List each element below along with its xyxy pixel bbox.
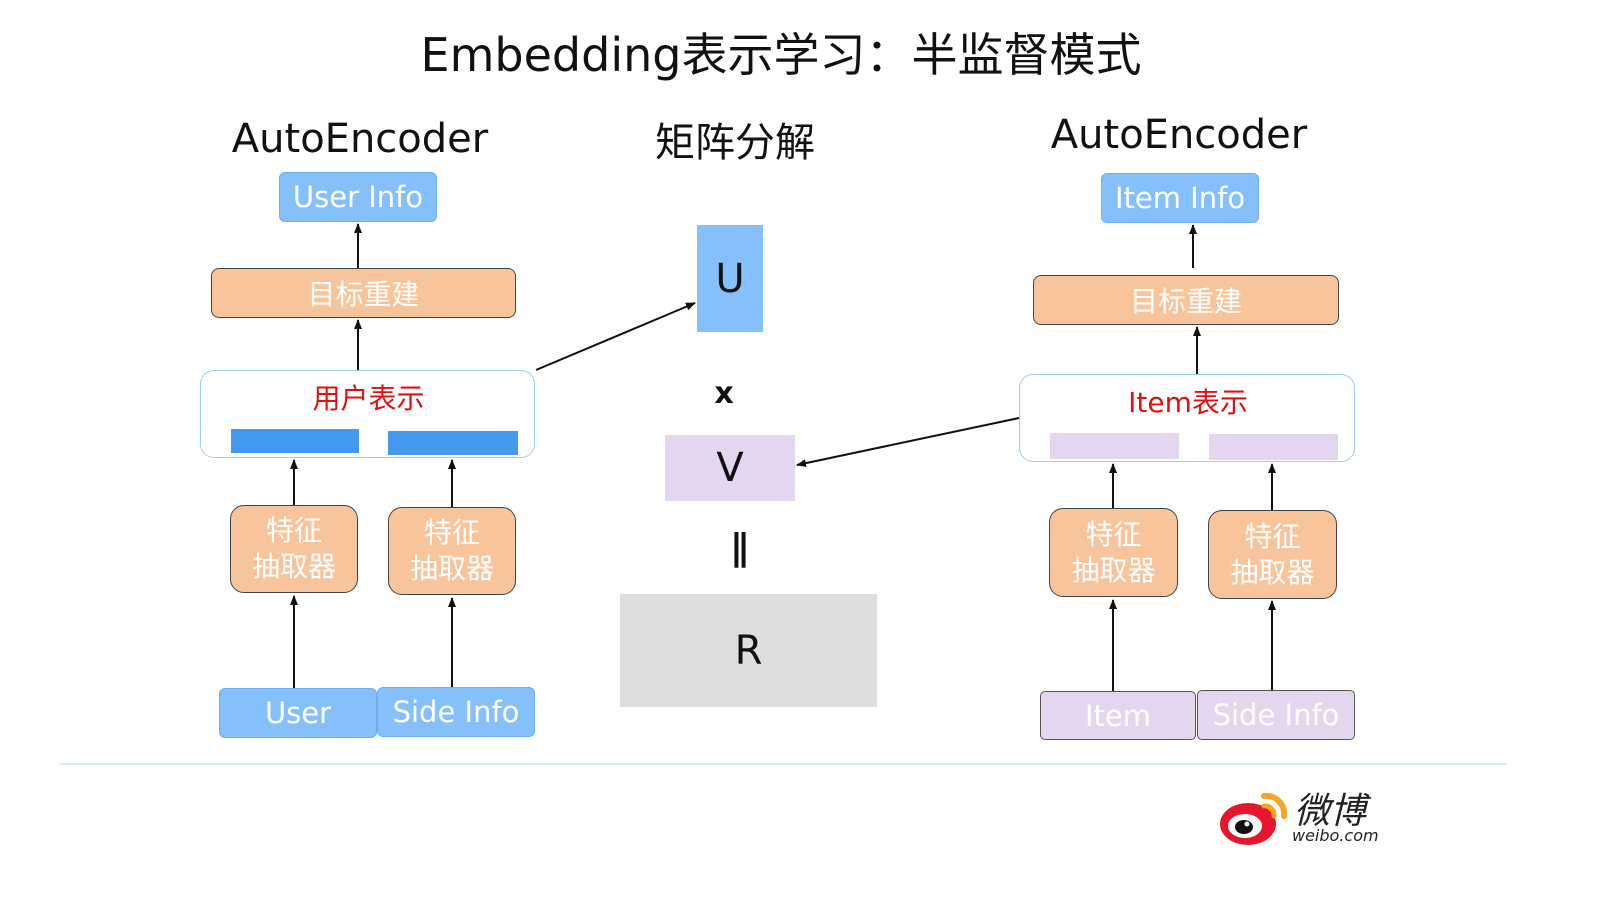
item-input-box: Item: [1040, 691, 1196, 740]
arrow-user-repr-to-u: [535, 302, 696, 371]
matrix-factorization-heading: 矩阵分解: [655, 120, 815, 166]
connector-arrows: [60, 223, 1507, 765]
matrix-r: R: [620, 594, 877, 707]
item-representation-label: Item表示: [1128, 386, 1248, 419]
user-info-box: User Info: [279, 172, 437, 222]
right-feature-extractor-2: 特征 抽取器: [1208, 510, 1337, 599]
matrix-u: U: [697, 225, 763, 332]
right-side-info-box: Side Info: [1197, 690, 1355, 740]
weibo-logo-url: weibo.com: [1292, 826, 1379, 845]
page-title: Embedding表示学习：半监督模式: [420, 28, 1142, 82]
arrow-item-repr-to-v: [796, 417, 1020, 468]
weibo-eye-icon: [1220, 792, 1288, 845]
weibo-logo-text: 微博: [1294, 791, 1367, 832]
equals-sign: ||: [729, 526, 750, 568]
left-feature-extractor-1: 特征 抽取器: [230, 505, 358, 593]
right-reconstruct-box: 目标重建: [1033, 275, 1339, 325]
user-representation-label: 用户表示: [312, 382, 425, 415]
user-input-box: User: [219, 688, 377, 738]
left-heading: AutoEncoder: [231, 116, 489, 162]
item-embedding-bar-1: [1050, 433, 1179, 459]
right-feature-extractor-1: 特征 抽取器: [1049, 508, 1178, 597]
matrix-v: V: [665, 435, 795, 501]
left-side-info-box: Side Info: [377, 687, 535, 737]
item-embedding-bar-2: [1209, 434, 1338, 460]
item-info-box: Item Info: [1101, 173, 1259, 223]
left-feature-extractor-2: 特征 抽取器: [388, 507, 516, 595]
user-representation-box: 用户表示: [200, 370, 535, 458]
multiply-sign: x: [714, 375, 734, 411]
right-heading: AutoEncoder: [1050, 112, 1308, 158]
user-embedding-bar-1: [231, 429, 359, 453]
item-representation-box: Item表示: [1019, 374, 1355, 462]
left-reconstruct-box: 目标重建: [211, 268, 516, 318]
weibo-logo: 微博 weibo.com: [1218, 782, 1398, 850]
user-embedding-bar-2: [388, 431, 518, 455]
